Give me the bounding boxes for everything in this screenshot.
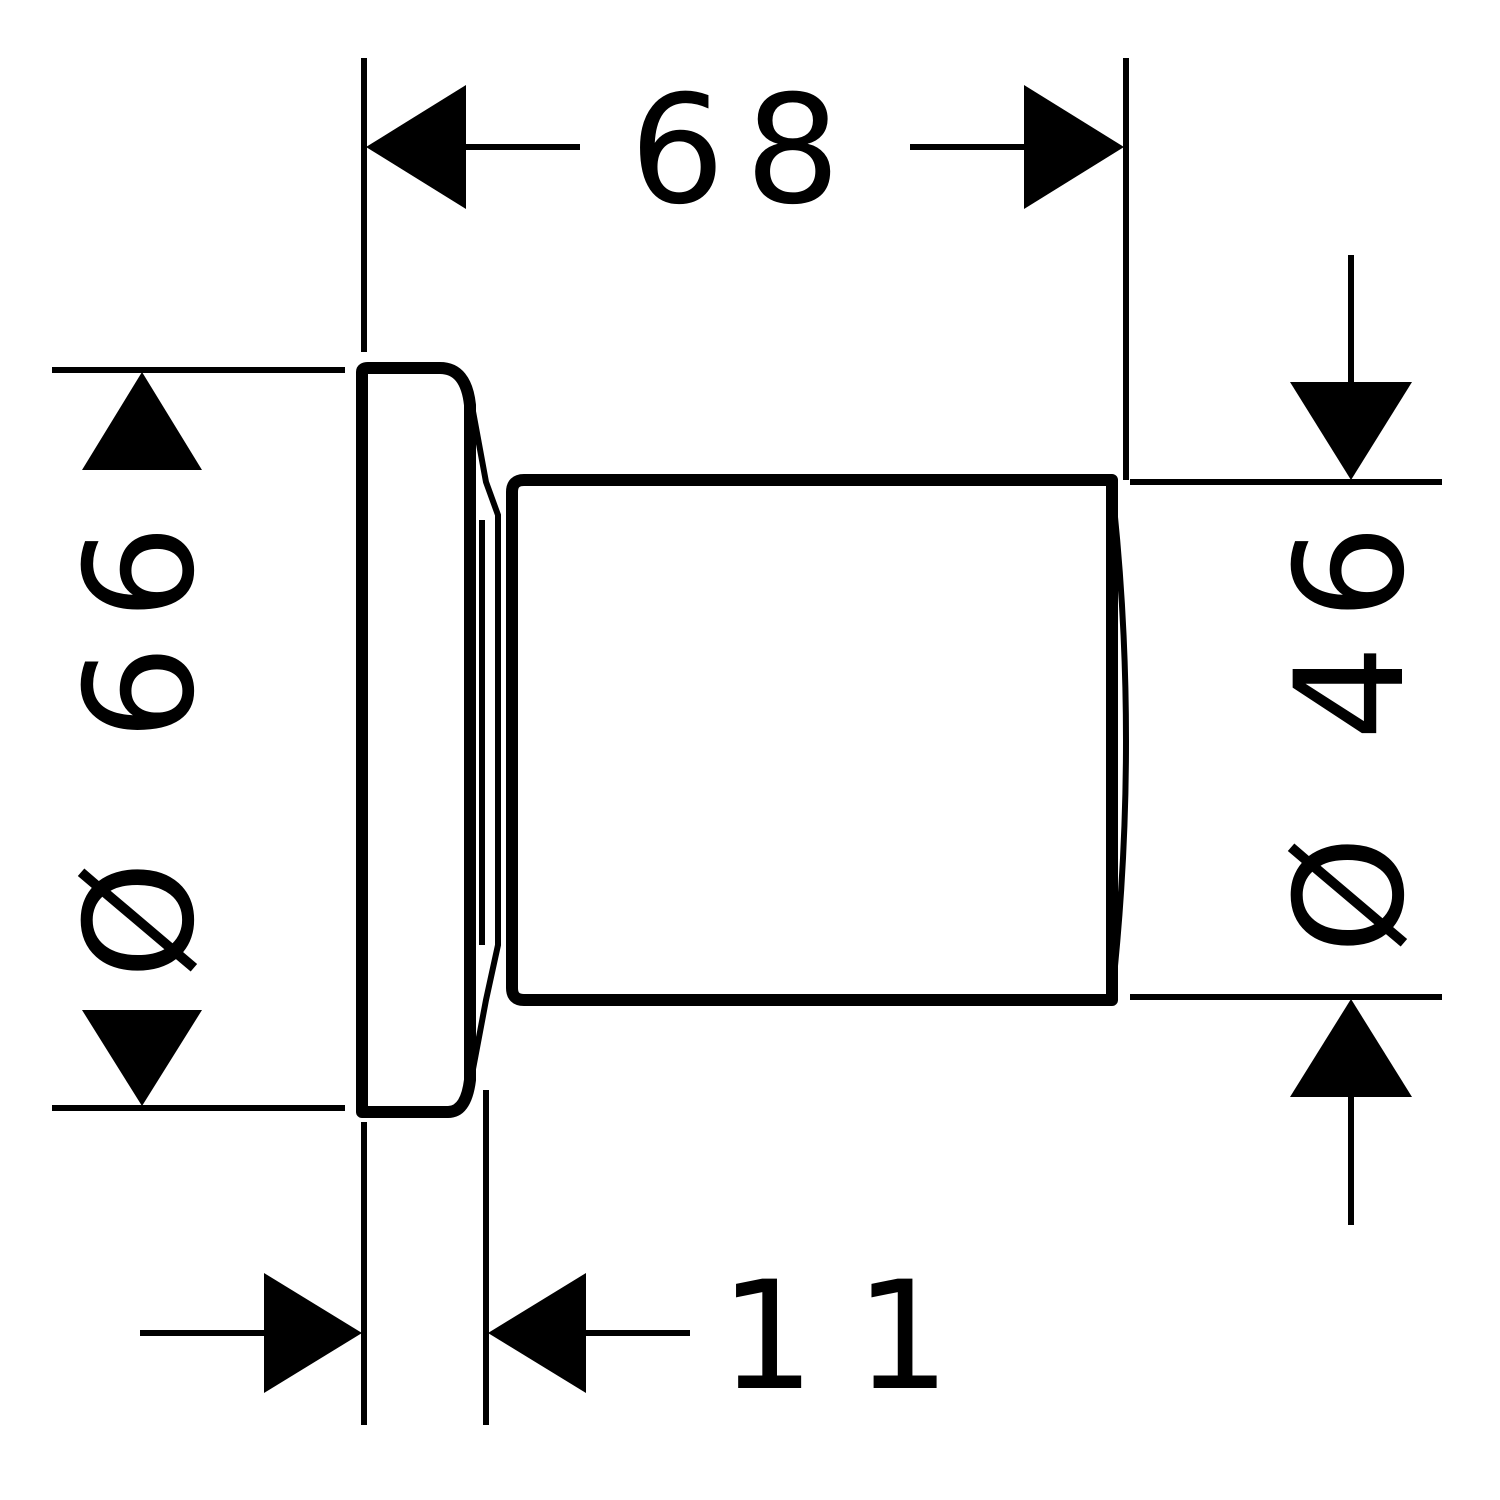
body-front-face (1109, 487, 1129, 996)
arrowhead-right (264, 1273, 362, 1393)
dimension-value-overall-length: 68 (630, 64, 861, 238)
arrowhead-down (1290, 382, 1412, 480)
dimension-overall-length: 68 (361, 58, 1129, 480)
arrowhead-up (1290, 999, 1412, 1097)
dimension-rosette-depth: 11 (140, 1090, 991, 1425)
dimension-value-rosette-depth: 11 (720, 1250, 991, 1424)
body-outline (506, 474, 1118, 1006)
dimension-body-diameter: Ø 46 (1130, 255, 1442, 1225)
dimension-rosette-diameter: Ø 66 (52, 367, 345, 1111)
arrowhead-left (366, 85, 466, 209)
part-outline (356, 362, 1129, 1118)
rosette-taper (467, 394, 501, 1086)
arrowhead-down (82, 1010, 202, 1106)
diameter-symbol-body: Ø (1264, 836, 1438, 954)
dimension-value-rosette-diameter: 66 (54, 500, 228, 741)
arrowhead-left (488, 1273, 586, 1393)
diameter-symbol-rosette: Ø (54, 861, 228, 979)
arrowhead-up (82, 372, 202, 470)
dimension-value-body-diameter: 46 (1264, 500, 1438, 741)
arrowhead-right (1024, 85, 1124, 209)
rosette-outline (356, 362, 476, 1118)
